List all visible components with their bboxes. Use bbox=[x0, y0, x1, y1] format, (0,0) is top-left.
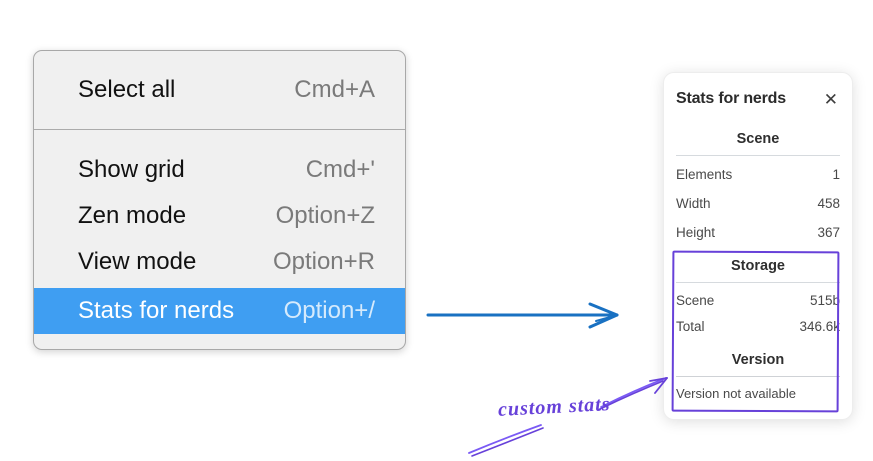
section-heading-scene: Scene bbox=[736, 131, 780, 147]
stat-label: Scene bbox=[676, 292, 715, 308]
annotation-arrows-icon bbox=[468, 377, 668, 457]
section-separator bbox=[676, 376, 840, 377]
menu-item-select-all[interactable]: Select all Cmd+A bbox=[34, 67, 405, 113]
menu-item-view-mode[interactable]: View mode Option+R bbox=[34, 239, 405, 285]
scene-rows: Elements 1 Width 458 Height 367 bbox=[676, 160, 840, 247]
stat-value: 458 bbox=[817, 196, 840, 211]
menu-item-show-grid[interactable]: Show grid Cmd+' bbox=[34, 147, 405, 193]
stat-row-width: Width 458 bbox=[676, 189, 840, 218]
menu-item-label: Stats for nerds bbox=[78, 297, 235, 324]
menu-item-zen-mode[interactable]: Zen mode Option+Z bbox=[34, 193, 405, 239]
menu-item-label: Select all bbox=[78, 76, 176, 103]
stats-panel-header: Stats for nerds ✕ bbox=[676, 87, 840, 111]
stat-row-elements: Elements 1 bbox=[676, 160, 840, 189]
stat-row-scene-size: Scene 515b bbox=[676, 287, 840, 313]
stat-label: Elements bbox=[676, 167, 733, 182]
storage-rows: Scene 515b Total 346.6k bbox=[676, 287, 840, 339]
section-heading-version: Version bbox=[731, 352, 785, 368]
stats-panel: Stats for nerds ✕ Scene Elements 1 Width… bbox=[663, 72, 853, 420]
menu-item-label: View mode bbox=[78, 248, 197, 275]
menu-item-shortcut: Option+R bbox=[272, 248, 375, 275]
menu-item-shortcut: Option+Z bbox=[275, 202, 375, 229]
menu-divider bbox=[34, 129, 405, 130]
context-menu: Select all Cmd+A Show grid Cmd+' Zen mod… bbox=[33, 50, 406, 350]
flow-arrow-icon bbox=[426, 302, 619, 329]
stat-value: 346.6k bbox=[799, 318, 840, 334]
section-separator bbox=[676, 282, 840, 283]
menu-item-shortcut: Option+/ bbox=[283, 297, 375, 324]
stat-value: 515b bbox=[809, 292, 840, 308]
stats-panel-title: Stats for nerds bbox=[676, 90, 786, 107]
stat-value: 1 bbox=[832, 167, 840, 182]
stat-label: Width bbox=[676, 196, 711, 211]
close-button[interactable]: ✕ bbox=[822, 91, 840, 108]
stat-row-height: Height 367 bbox=[676, 218, 840, 247]
menu-item-shortcut: Cmd+' bbox=[305, 156, 375, 183]
stat-label: Total bbox=[676, 318, 705, 334]
stat-label: Height bbox=[676, 225, 716, 240]
version-note: Version not available bbox=[676, 385, 796, 401]
section-separator bbox=[676, 155, 840, 156]
stat-value: 367 bbox=[817, 225, 840, 240]
stat-row-total-size: Total 346.6k bbox=[676, 313, 840, 339]
menu-item-stats-for-nerds[interactable]: Stats for nerds Option+/ bbox=[34, 288, 405, 334]
menu-item-label: Zen mode bbox=[78, 202, 187, 229]
close-icon: ✕ bbox=[823, 89, 838, 109]
menu-item-shortcut: Cmd+A bbox=[294, 76, 375, 103]
menu-item-label: Show grid bbox=[78, 156, 185, 183]
section-heading-storage: Storage bbox=[731, 258, 785, 274]
